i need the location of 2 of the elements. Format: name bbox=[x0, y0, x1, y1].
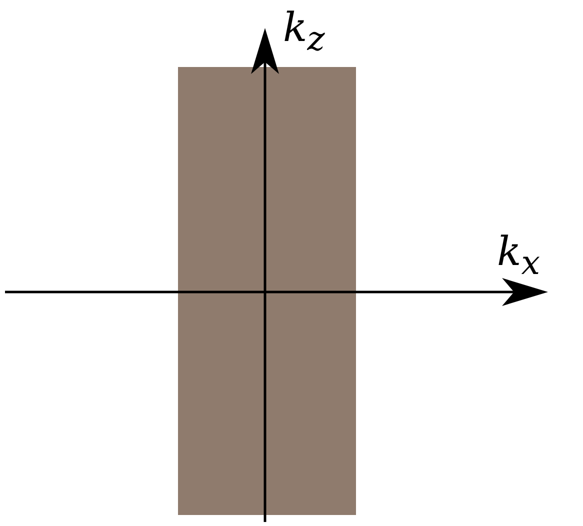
axis-label: k$_{z}$ bbox=[283, 8, 325, 56]
axis-label: k$_{x}$ bbox=[497, 232, 540, 280]
